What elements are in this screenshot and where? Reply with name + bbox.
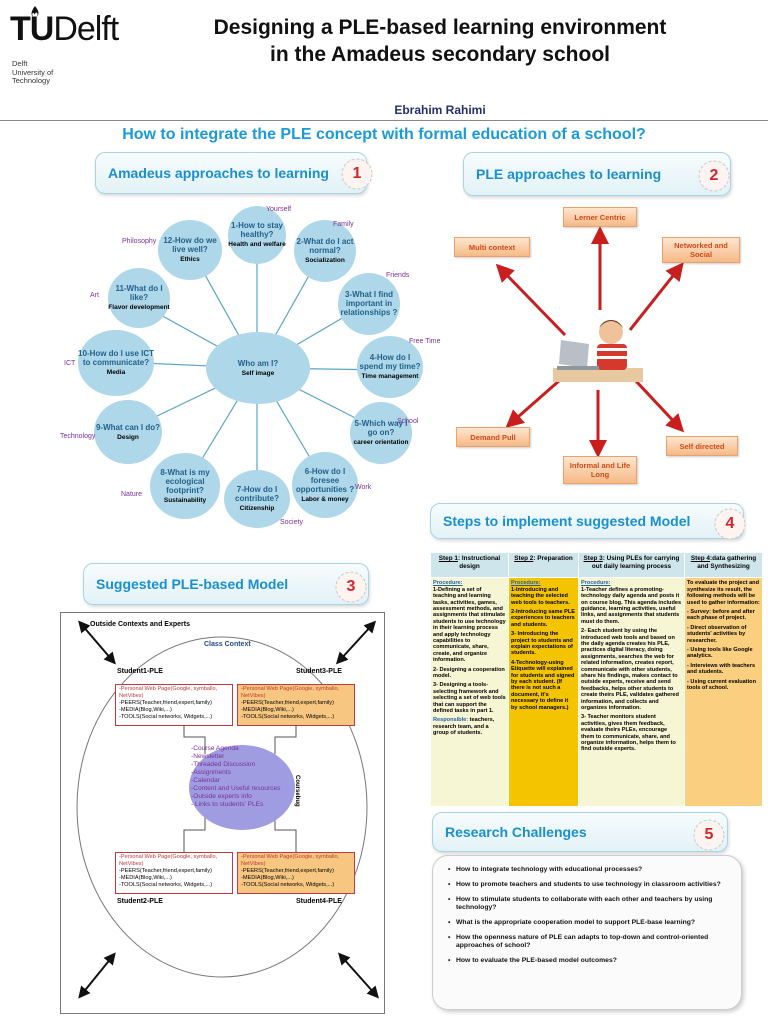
- challenges-list: How to integrate technology with educati…: [448, 866, 738, 972]
- section1-header: Amadeus approaches to learning: [95, 152, 367, 194]
- research-question: How to integrate the PLE concept with fo…: [122, 126, 646, 143]
- bubble-10: 10-How do I use ICT to communicate?Media: [78, 330, 154, 396]
- ple-box-lerner-centric: Lerner Centric: [563, 207, 637, 227]
- label-society: Society: [280, 519, 303, 526]
- table-header-row: Step 1: Instructional design Step 2: Pre…: [430, 551, 763, 579]
- section4-title: Steps to implement suggested Model: [443, 513, 691, 529]
- title-line: Designing a PLE-based learning environme…: [213, 16, 667, 39]
- bubble-6: 6-How do I foresee opportunities ?Labor …: [292, 452, 358, 518]
- list-item: How to integrate technology with educati…: [448, 866, 738, 874]
- label-yourself: Yourself: [266, 206, 292, 213]
- outside-contexts-label: Outside Contexts and Experts: [90, 621, 190, 628]
- student1-box: -Personal Web Page(Google, symballo, Net…: [115, 684, 233, 726]
- col-header: Step 3: Using PLEs for carrying out dail…: [578, 551, 685, 579]
- student2-label: Student2-PLE: [117, 898, 163, 905]
- logo-sub-line: Delft: [12, 59, 28, 68]
- student1-label: Student1-PLE: [117, 668, 163, 675]
- author: Ebrahim Rahimi: [394, 103, 486, 117]
- bubble-4: 4-How do I spend my time?Time management: [357, 336, 423, 398]
- logo-delft: Delft: [53, 10, 119, 48]
- section4-header: Steps to implement suggested Model: [430, 503, 744, 539]
- bubble-5: 5-Which way I go on?career orientation: [350, 402, 412, 464]
- section3-header: Suggested PLE-based Model: [83, 563, 369, 605]
- divider: [0, 120, 768, 121]
- model-frame: [60, 612, 385, 1014]
- section5-badge: 5: [692, 818, 726, 852]
- label-free-time: Free Time: [409, 338, 441, 345]
- section2-badge: 2: [697, 159, 731, 193]
- student2-box: -Personal Web Page(Google, symballo, Net…: [115, 852, 233, 894]
- list-item: What is the appropriate cooperation mode…: [448, 919, 738, 927]
- section1-title: Amadeus approaches to learning: [108, 165, 329, 181]
- bubble-11: 11-What do I like?Flavor development: [108, 268, 170, 328]
- label-ict: ICT: [64, 360, 76, 367]
- label-technology: Technology: [60, 433, 96, 440]
- student4-box: -Personal Web Page(Google, symballo, Net…: [237, 852, 355, 894]
- student3-label: Student3-PLE: [296, 668, 342, 675]
- ple-arrows: [495, 226, 685, 458]
- student4-label: Student4-PLE: [296, 898, 342, 905]
- child-laptop-image: [553, 310, 643, 382]
- class-context-label: Class Context: [204, 641, 251, 648]
- center-bubble: Who am I? Self image: [206, 332, 310, 404]
- step3-cell: Procedure: 1-Teacher defines a promoting…: [578, 577, 685, 807]
- logo-sub-line: Technology: [12, 76, 50, 85]
- col-header: Step 4:data gathering and Synthesizing: [684, 551, 763, 579]
- bubble-7: 7-How do I contribute?Citizenship: [224, 470, 290, 528]
- section2-title: PLE approaches to learning: [476, 166, 662, 182]
- list-item: How to evaluate the PLE-based model outc…: [448, 957, 738, 965]
- list-item: How the openness nature of PLE can adapt…: [448, 934, 738, 950]
- bubble-9: 9-What can I do?Design: [94, 400, 162, 464]
- col-header: Step 2: Preparation: [508, 551, 579, 579]
- list-item: How to stimulate students to collaborate…: [448, 896, 738, 912]
- label-philosophy: Philosophy: [122, 238, 157, 245]
- bubble-2: 2-What do I act normal?Socialization: [294, 220, 356, 282]
- label-family: Family: [333, 221, 354, 228]
- section3-title: Suggested PLE-based Model: [96, 576, 289, 592]
- ple-box-informal-life-long: Informal and Life Long: [563, 456, 637, 484]
- step2-cell: Procedure: 1-Introducing and teaching th…: [508, 577, 579, 807]
- ple-box-multi-context: Multi context: [454, 237, 530, 257]
- flame-icon: [31, 6, 39, 17]
- bubble-12: 12-How do we live well?Ethics: [158, 220, 222, 280]
- ple-box-demand-pull: Demand Pull: [456, 427, 530, 447]
- poster-title: Designing a PLE-based learning environme…: [150, 14, 730, 68]
- label-friends: Friends: [386, 272, 410, 279]
- section3-badge: 3: [334, 570, 368, 604]
- table-row: Procedure: 1-Defining a set of teaching …: [430, 577, 763, 807]
- section5-title: Research Challenges: [445, 824, 587, 840]
- logo-sub-line: University of: [12, 67, 54, 77]
- bubble-3: 3-What I find important in relationships…: [338, 273, 400, 335]
- section2-header: PLE approaches to learning: [463, 152, 731, 196]
- list-item: How to promote teachers and students to …: [448, 881, 738, 889]
- section1-badge: 1: [340, 157, 374, 191]
- label-school: School: [397, 418, 419, 425]
- col-header: Step 1: Instructional design: [430, 551, 509, 579]
- coursebug-items: -Course Agenda -Newsletter -Threaded Dis…: [191, 745, 281, 808]
- section4-badge: 4: [713, 507, 747, 541]
- logo-tu: TU: [10, 10, 54, 48]
- label-art: Art: [90, 292, 99, 299]
- bubble-1: 1-How to stay healthy?Health and welfare: [228, 206, 286, 264]
- step1-cell: Procedure: 1-Defining a set of teaching …: [430, 577, 509, 807]
- ple-box-networked-social: Networked and Social: [662, 237, 740, 263]
- bubble-8: 8-What is my ecological footprint?Sustai…: [150, 453, 220, 519]
- class-context-circle: [189, 745, 295, 830]
- section5-header: Research Challenges: [432, 812, 728, 852]
- model-diagram-lines: [76, 620, 379, 999]
- ple-box-self-directed: Self directed: [666, 436, 738, 456]
- steps-table: Step 1: Instructional design Step 2: Pre…: [430, 551, 763, 807]
- label-work: Work: [355, 484, 372, 491]
- student3-box: -Personal Web Page(Google, symballo, Net…: [237, 684, 355, 726]
- title-line: in the Amadeus secondary school: [270, 43, 610, 66]
- label-nature: Nature: [121, 491, 143, 498]
- coursebug-label: Coursebug: [294, 775, 300, 807]
- step4-cell: To evaluate the project and synthesize i…: [684, 577, 763, 807]
- tu-delft-logo: TUDelft Delft University of Technology: [10, 6, 150, 90]
